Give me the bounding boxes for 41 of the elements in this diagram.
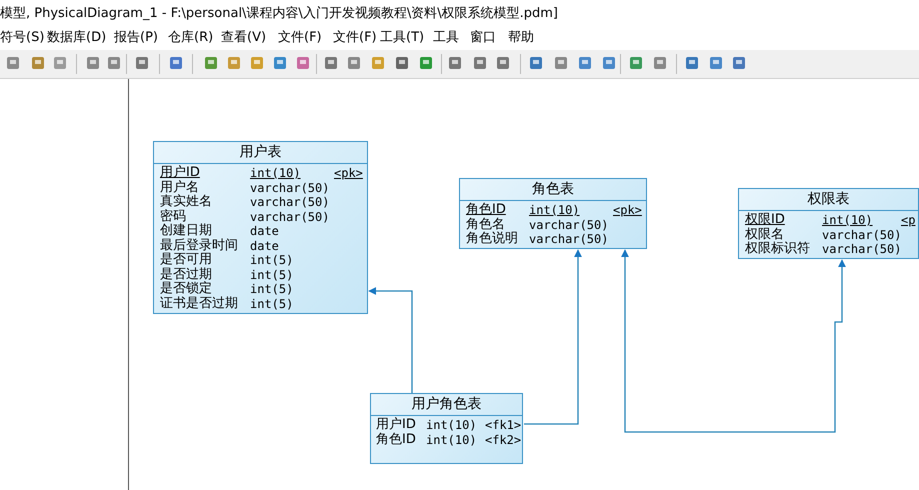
table-box [459, 178, 647, 249]
table-row-text: 用户ID int(10) <fk1> [375, 418, 522, 432]
connector [621, 249, 846, 433]
table-row-text: 角色名 varchar(50) [465, 218, 610, 232]
table-title: 权限表 [739, 189, 918, 211]
table-box [370, 393, 523, 464]
table-row-text: 权限名 varchar(50) [744, 228, 902, 242]
table-row-text: 用户ID int(10) <pk> [159, 166, 364, 180]
connector [524, 249, 582, 425]
menu-item: 工具 [433, 29, 459, 47]
table-row-text: 权限ID int(10) <p [744, 213, 916, 228]
table-row-text: 用户名 varchar(50) [159, 180, 330, 194]
window-title: 模型, PhysicalDiagram_1 - F:\personal\课程内容\入门开发视频教程\资料\权限系统模型.pdm] [0, 6, 558, 22]
table-row-text: 证书是否过期 int(5) [159, 296, 294, 311]
table-title: 用户角色表 [371, 394, 522, 416]
table-row-text: 是否可用 int(5) [159, 253, 294, 267]
menu-item: 工具(T) [380, 29, 424, 47]
table-row-text: 角色ID int(10) <fk2> [375, 432, 522, 447]
table-row-text: 是否锁定 int(5) [159, 282, 294, 296]
connector [368, 287, 413, 393]
menu-item: 文件(F) [333, 29, 377, 47]
menu-item: 数据库(D) [47, 29, 106, 47]
table-row-text: 创建日期 date [159, 224, 280, 238]
table-title: 角色表 [460, 179, 646, 201]
table-box [153, 141, 368, 314]
menu-item: 查看(V) [221, 29, 266, 47]
menu-item: 符号(S) [0, 29, 44, 47]
menu-item: 窗口 [470, 29, 496, 47]
table-row-text: 是否过期 int(5) [159, 268, 294, 282]
menu-item: 帮助 [508, 29, 534, 47]
menu-item: 仓库(R) [168, 29, 214, 47]
table-title: 用户表 [154, 142, 367, 164]
table-row-text: 权限标识符 varchar(50) [744, 242, 902, 256]
menu-item: 文件(F) [278, 29, 322, 47]
menu-item: 报告(P) [114, 29, 158, 47]
table-row-text: 角色说明 varchar(50) [465, 232, 610, 246]
table-row-text: 真实姓名 varchar(50) [159, 195, 330, 209]
table-row-text: 最后登录时间 date [159, 238, 280, 252]
table-box [738, 188, 919, 259]
table-row-text: 角色ID int(10) <pk> [465, 203, 643, 218]
table-row-text: 密码 varchar(50) [159, 210, 330, 224]
